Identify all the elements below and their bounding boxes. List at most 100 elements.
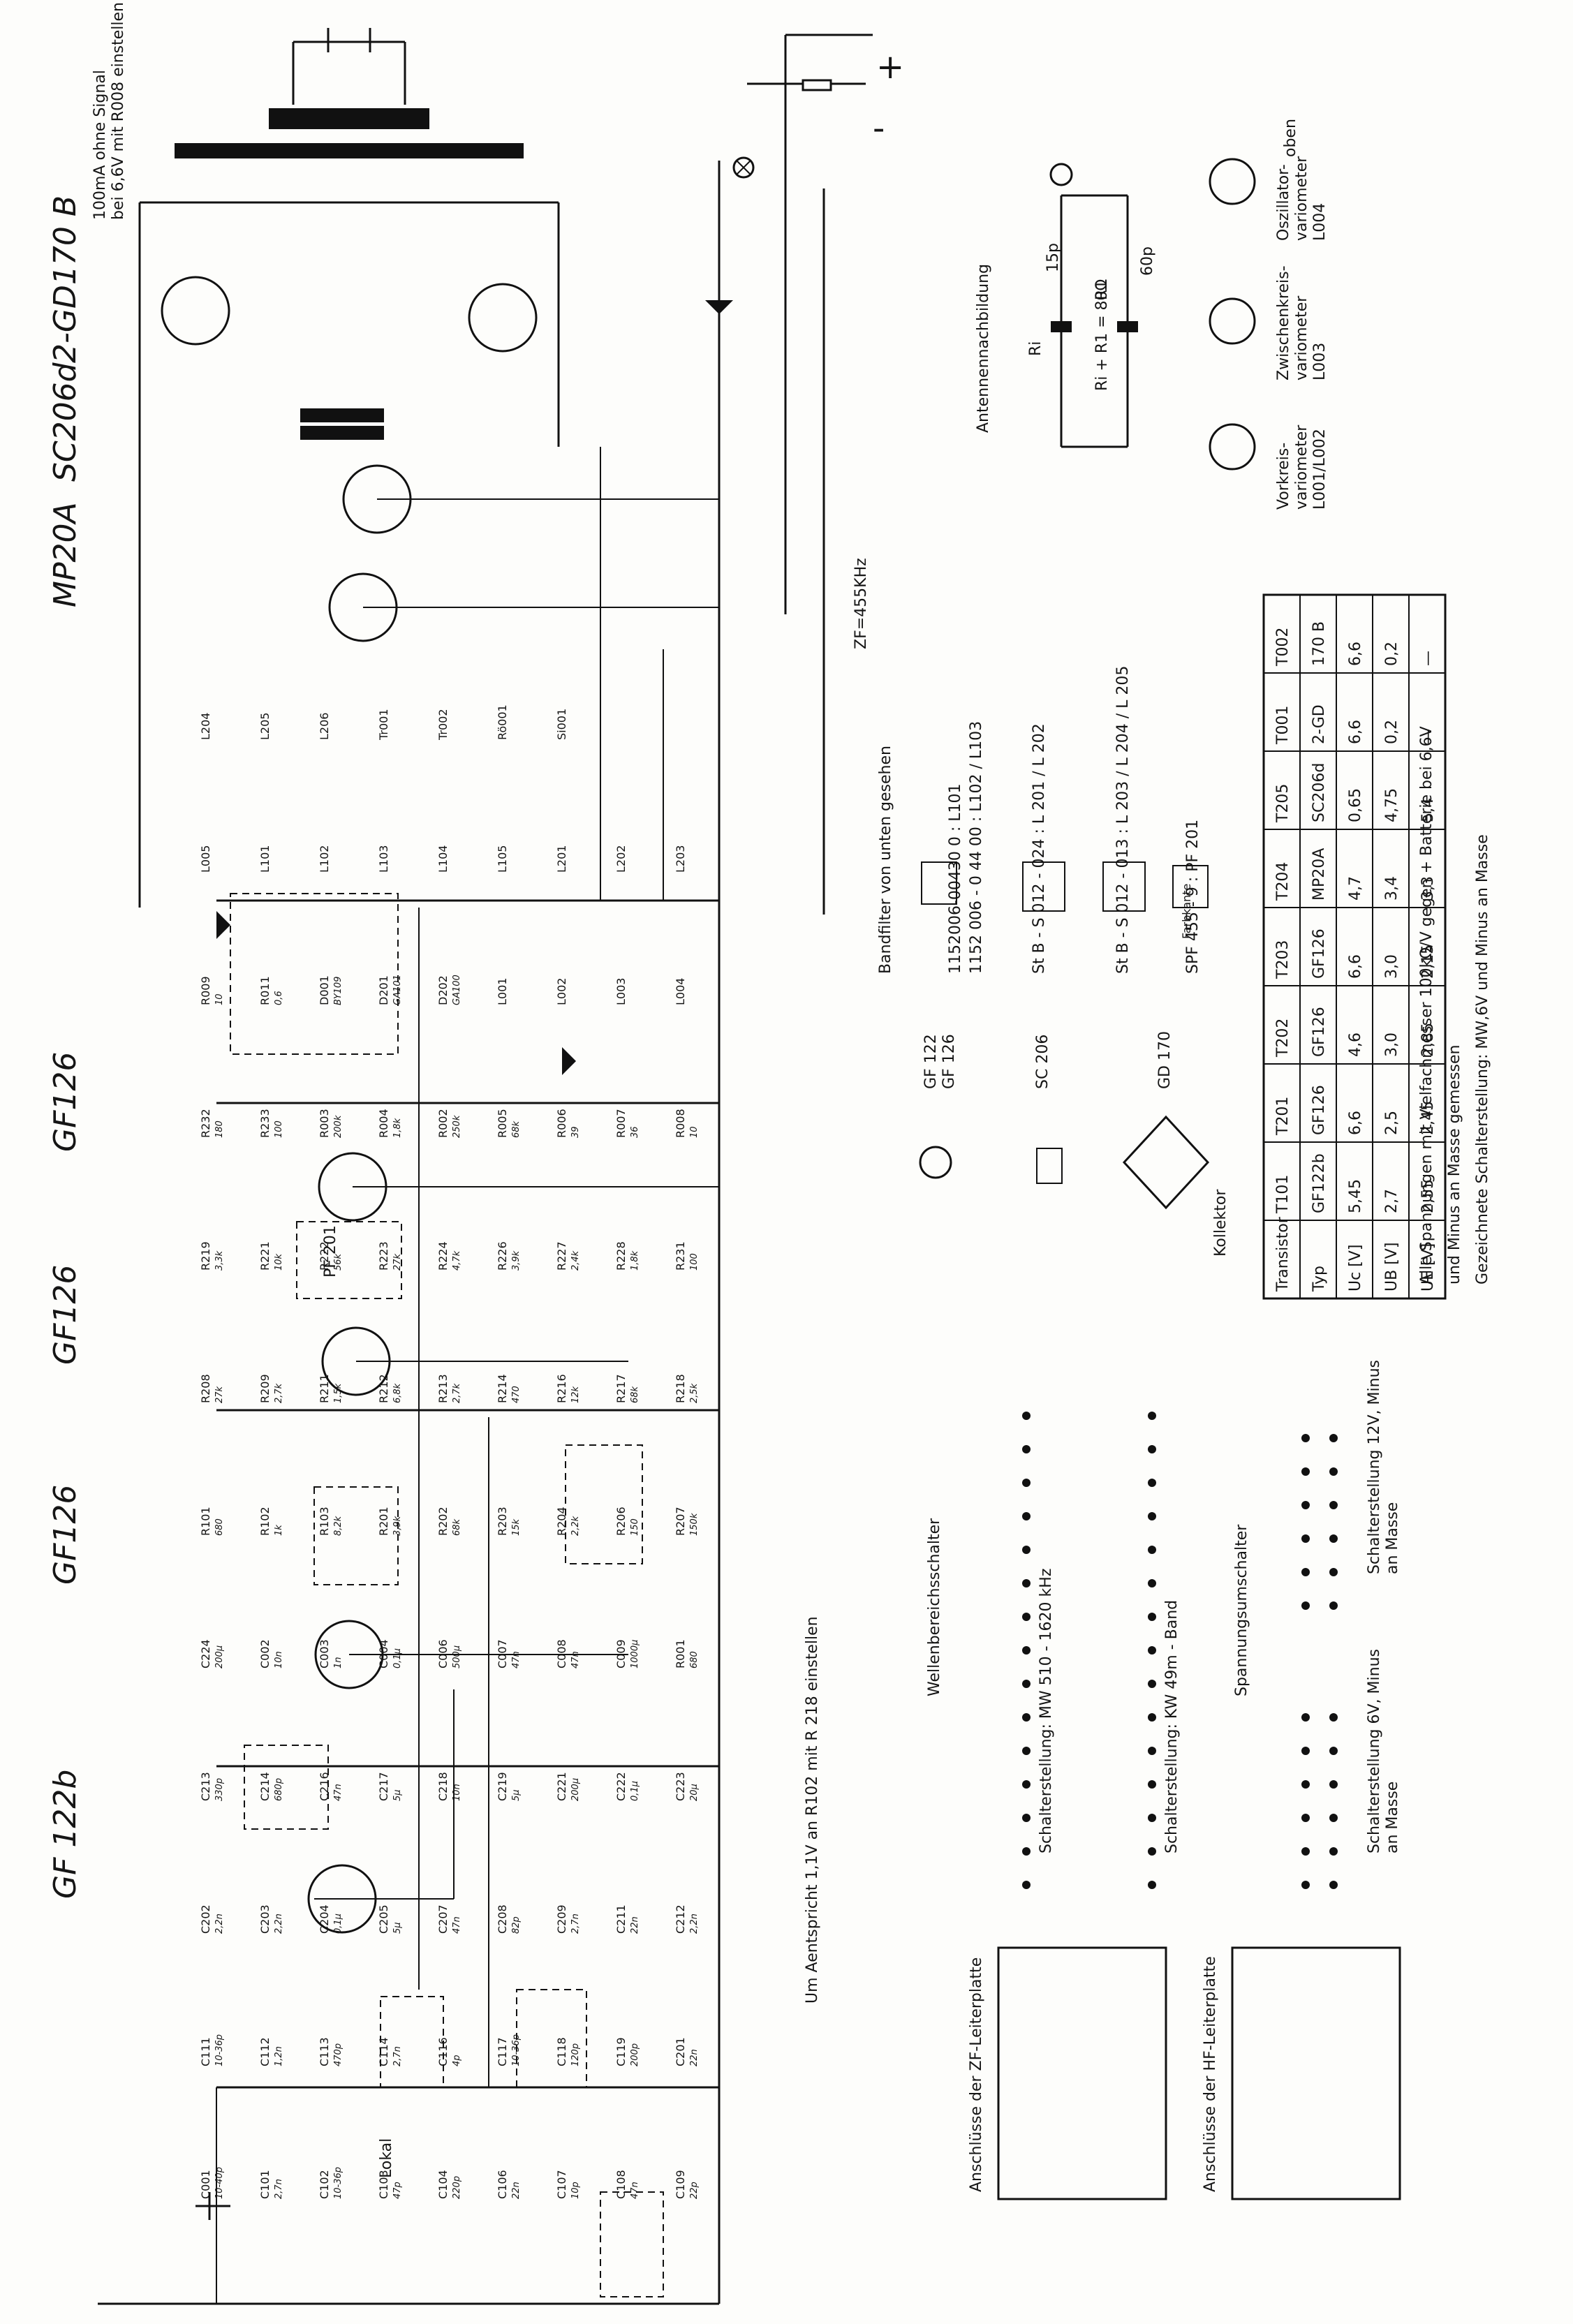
variometer-l003-pinout bbox=[1209, 297, 1256, 345]
voltage-table-cell: 3,4 bbox=[1383, 876, 1401, 901]
component-name: C008 bbox=[555, 1639, 568, 1668]
voltage-table-cell: 2,15 bbox=[1419, 945, 1437, 979]
switch-contact bbox=[1329, 1568, 1338, 1576]
label-farbkante: Farbkante bbox=[1180, 884, 1193, 939]
component-name: Si001 bbox=[555, 709, 568, 740]
switch-contact bbox=[1301, 1501, 1310, 1509]
component-value: 470 bbox=[511, 1386, 522, 1403]
label-pf201: PF 201 bbox=[322, 1225, 339, 1278]
voltage-table-cell: 2,55 bbox=[1419, 1179, 1437, 1213]
component-value: 6,8k bbox=[392, 1383, 403, 1403]
component-name: D201 bbox=[377, 975, 390, 1005]
diode-d001 bbox=[705, 300, 733, 314]
voltage-table-cell: 4,6 bbox=[1347, 1033, 1364, 1057]
variometer-l004-pinout bbox=[1209, 158, 1256, 205]
label-zwischenkreis: Zwischenkreis-variometerL003 bbox=[1275, 265, 1329, 380]
switch-contact bbox=[1022, 1613, 1031, 1621]
zf-pcb-outline bbox=[997, 1946, 1167, 2200]
pinout-sc206 bbox=[1036, 1148, 1063, 1184]
wellenbereich-title: Wellenbereichsschalter bbox=[926, 1518, 943, 1696]
switch-contact bbox=[1022, 1713, 1031, 1722]
switch-contact bbox=[1022, 1814, 1031, 1822]
component-si001: Si001 bbox=[555, 709, 568, 740]
component-name: C108 bbox=[614, 2170, 628, 2199]
component-name: C214 bbox=[258, 1772, 272, 1801]
component-name: C102 bbox=[318, 2170, 331, 2199]
component-value: 3,9k bbox=[392, 1516, 403, 1536]
component-name: R102 bbox=[258, 1507, 272, 1536]
voltage-table-cell: 2,5 bbox=[1383, 1111, 1401, 1135]
switch-contact bbox=[1022, 1680, 1031, 1688]
component-name: R204 bbox=[555, 1507, 568, 1536]
component-value: 100 bbox=[689, 1253, 700, 1271]
switch-contact bbox=[1022, 1512, 1031, 1520]
component-value: 220p bbox=[452, 2176, 462, 2199]
component-l105: L105 bbox=[496, 845, 509, 873]
switch-contact bbox=[1329, 1467, 1338, 1476]
component-tr002: Tr002 bbox=[436, 709, 450, 741]
component-value: 2,7k bbox=[274, 1383, 284, 1403]
component-name: L202 bbox=[614, 845, 628, 873]
component-name: L101 bbox=[258, 845, 272, 873]
switch-contact bbox=[1301, 1814, 1310, 1822]
hf-pcb-outline bbox=[1231, 1946, 1401, 2200]
schalt-6v: Schalterstellung 6V, Minusan Masse bbox=[1366, 1649, 1401, 1853]
component-name: R005 bbox=[496, 1109, 509, 1138]
component-value: 2,2n bbox=[214, 1914, 225, 1934]
component-l206: L206 bbox=[318, 713, 331, 740]
voltage-table-cell: — bbox=[1419, 651, 1437, 666]
component-name: C103 bbox=[377, 2170, 390, 2199]
component-value: 10-36p bbox=[511, 2034, 522, 2066]
voltage-table-cell: — bbox=[1419, 729, 1437, 744]
supply-minus: - bbox=[873, 109, 885, 148]
component-name: C202 bbox=[199, 1904, 212, 1934]
component-value: 2,4k bbox=[570, 1250, 581, 1271]
component-name: C003 bbox=[318, 1639, 331, 1668]
switch-contact bbox=[1022, 1479, 1031, 1487]
voltage-table-cell: Uc [V] bbox=[1347, 1245, 1364, 1291]
component-value: 200µ bbox=[570, 1778, 581, 1801]
switch-contact bbox=[1148, 1579, 1156, 1587]
component-name: R006 bbox=[555, 1109, 568, 1138]
component-value: 47n bbox=[511, 1651, 522, 1668]
component-l102: L102 bbox=[318, 845, 331, 873]
osc-coil-l004-l105 bbox=[565, 1444, 643, 1564]
component-name: L003 bbox=[614, 978, 628, 1005]
transistor-t001b-symbol bbox=[468, 283, 538, 353]
component-value: 150k bbox=[689, 1513, 700, 1536]
note-bias-line2: bei 6,6V mit R008 einstellen bbox=[110, 2, 127, 220]
component-name: R001 bbox=[674, 1639, 687, 1668]
component-name: C002 bbox=[258, 1639, 272, 1668]
component-value: 150 bbox=[630, 1518, 640, 1536]
bandfilter-footprint-l203 bbox=[1102, 861, 1146, 912]
component-name: R207 bbox=[674, 1507, 687, 1536]
component-name: R003 bbox=[318, 1109, 331, 1138]
bandfilter-list: 1152006-00430 0 : L101 1152 006 - 0 44 0… bbox=[921, 666, 1209, 974]
switch-contact bbox=[1022, 1412, 1031, 1420]
component-name: R233 bbox=[258, 1109, 272, 1138]
component-value: 200p bbox=[630, 2043, 640, 2066]
voltage-table-cell: 2,7 bbox=[1383, 1189, 1401, 1213]
switch-contact bbox=[1329, 1534, 1338, 1543]
spannung-title: Spannungsumschalter bbox=[1233, 1524, 1250, 1696]
component-value: 68k bbox=[511, 1120, 522, 1138]
component-name: C009 bbox=[614, 1639, 628, 1668]
component-l203: L203 bbox=[674, 845, 687, 873]
component-name: C006 bbox=[436, 1639, 450, 1668]
switch-contact bbox=[1148, 1512, 1156, 1520]
